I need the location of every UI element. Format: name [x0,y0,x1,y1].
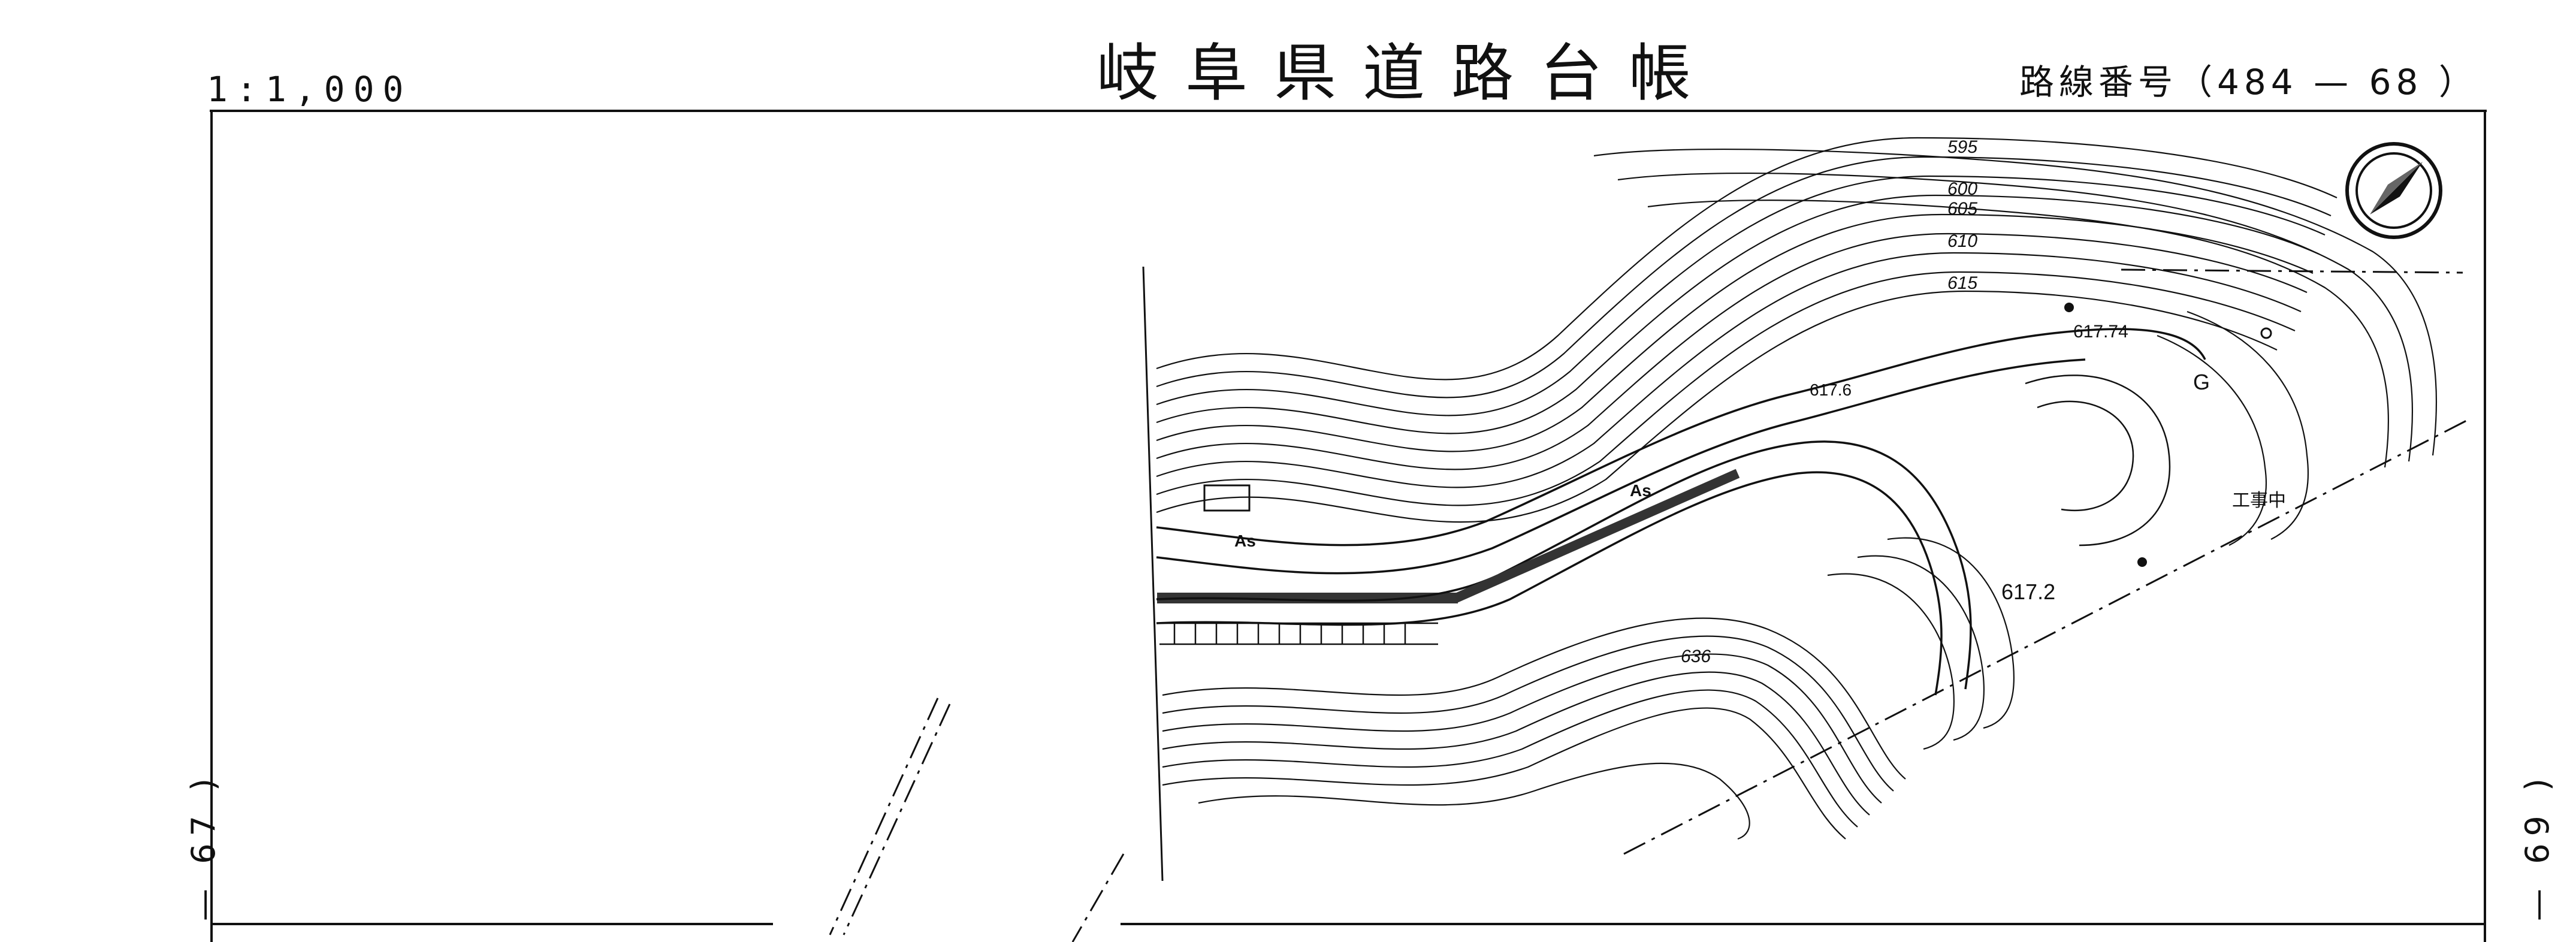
road-edge [1156,440,1972,690]
survey-boundary-line [1142,266,1164,881]
contour-label: 595 [1947,137,1977,157]
contour-label: 615 [1947,273,1977,293]
contour-line [1156,252,2302,488]
contour-lines-upper [1156,137,2438,546]
construction-label: 工事中 [2232,491,2286,511]
contour-line [1156,233,2308,470]
contour-line [1162,689,1858,828]
building-symbol [1203,484,1251,512]
road-edges [1156,328,2206,696]
road-edge [1156,328,2206,547]
contour-line [1887,537,2015,729]
contour-line [1156,156,2332,398]
route-number: 路線番号（484 — 68 ） [2019,62,2478,102]
contour-line [1156,137,2338,381]
surface-label: As [1630,481,1651,500]
contour-line [1162,617,1906,780]
contour-line [1857,555,1985,741]
retaining-wall-row [1159,622,1438,645]
contour-line [1162,635,1894,792]
contour-line [2187,310,2309,540]
contour-label: 600 [1947,179,1977,199]
elevation-label: 617.6 [1810,381,1852,399]
contour-line [1156,290,2278,523]
contour-line [1827,573,1955,750]
contour-line [1156,175,2326,416]
contour-line [1162,671,1870,816]
turnaround-area [2025,375,2171,547]
contour-line [1156,271,2296,506]
elevation-label: 617.74 [2073,322,2128,342]
contour-lines-lower [1162,537,2015,840]
map-frame [210,110,2487,942]
road-wall-hatching [1157,469,1740,603]
contour-line [1162,653,1882,804]
contour-label: 610 [1947,231,1977,251]
north-arrow-icon [2345,142,2442,239]
contour-line [1198,762,1750,840]
survey-point [2260,327,2272,339]
map-scale: 1:1,000 [207,69,412,110]
contour-label: 636 [1681,647,1711,666]
contour-line [1162,707,1846,840]
contour-line [1156,194,2320,434]
map-title: 岐阜県道路台帳 [1097,37,1718,110]
surface-label: G [2193,370,2210,394]
contour-line [1647,200,2389,468]
surface-label: As [1234,532,1256,550]
contour-label: 605 [1947,199,1977,219]
road-edge [1156,358,2086,575]
contour-line [1617,172,2414,462]
survey-point [2064,303,2074,312]
elevation-label: 617.2 [2001,579,2055,604]
road-edge [1156,471,1943,696]
survey-point [2137,557,2147,567]
contour-line [1593,149,2438,456]
contour-line [2157,334,2267,546]
